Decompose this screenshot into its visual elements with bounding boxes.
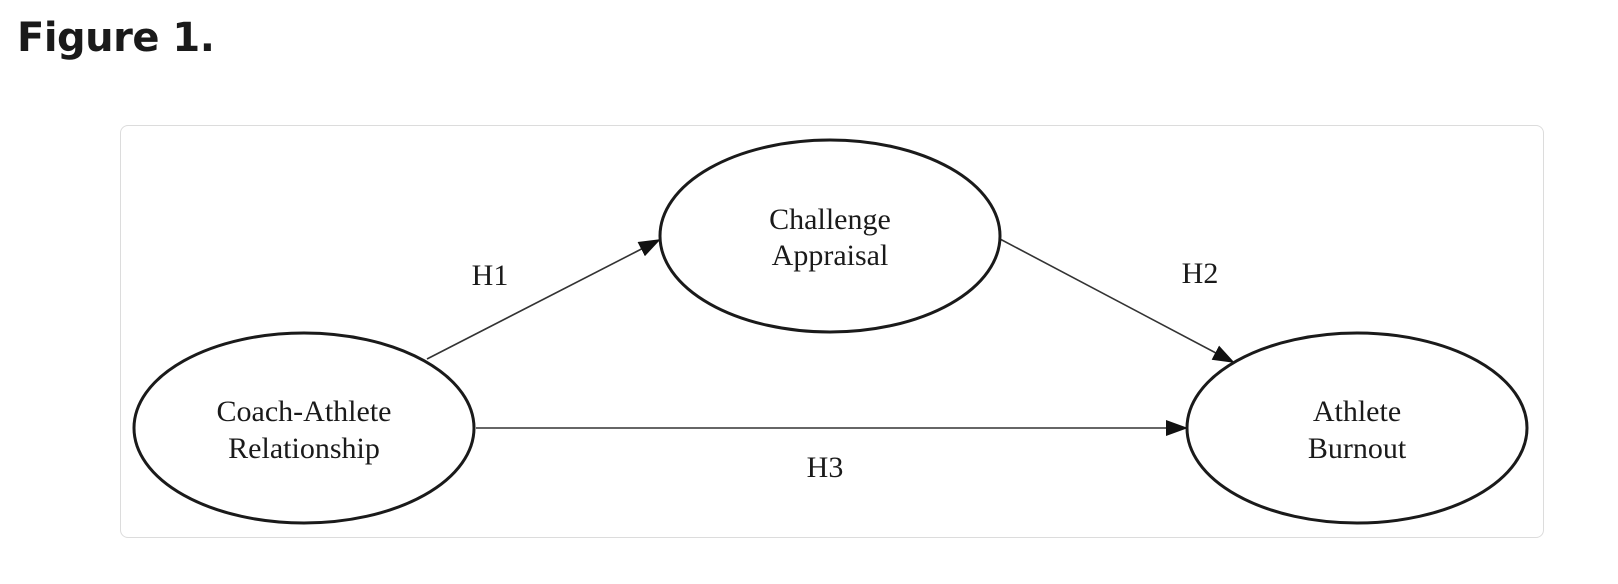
edge-h1: H1 bbox=[426, 239, 661, 360]
edge-h3: H3 bbox=[476, 420, 1188, 484]
node-challenge-ellipse bbox=[658, 138, 1002, 334]
figure-title: Figure 1. bbox=[17, 15, 215, 61]
node-athlete-burnout: Athlete Burnout bbox=[1185, 331, 1529, 525]
node-coach-athlete-relationship: Coach-Athlete Relationship bbox=[132, 331, 476, 525]
edge-h2-arrow bbox=[999, 238, 1235, 363]
node-coach-athlete-line1: Coach-Athlete bbox=[217, 395, 392, 428]
node-challenge-appraisal: Challenge Appraisal bbox=[658, 138, 1002, 334]
node-coach-athlete-line2: Relationship bbox=[228, 432, 380, 465]
node-burnout-line2: Burnout bbox=[1308, 432, 1407, 465]
node-coach-athlete-ellipse bbox=[132, 331, 476, 525]
node-burnout-ellipse bbox=[1185, 331, 1529, 525]
edge-h2-label: H2 bbox=[1182, 257, 1219, 290]
edge-h3-label: H3 bbox=[807, 451, 844, 484]
edge-h1-arrow bbox=[426, 239, 661, 360]
node-burnout-line1: Athlete bbox=[1313, 395, 1401, 428]
node-challenge-line1: Challenge bbox=[769, 203, 891, 236]
edge-h1-label: H1 bbox=[472, 259, 509, 292]
edge-h2: H2 bbox=[999, 238, 1235, 363]
node-challenge-line2: Appraisal bbox=[772, 239, 889, 272]
